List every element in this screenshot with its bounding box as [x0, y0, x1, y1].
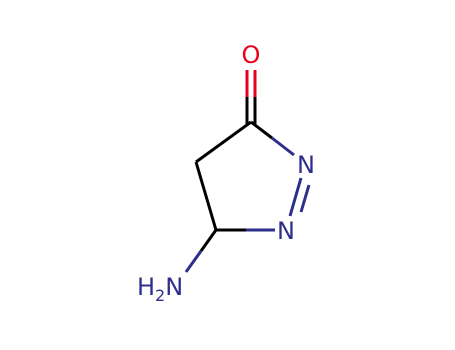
bond-ch2-carbonyl [195, 120, 252, 164]
amino-subscript: 2 [155, 286, 165, 305]
atom-oxygen-label: O [242, 41, 261, 69]
amino-h: H [137, 273, 155, 301]
bond-carbonyl-n [250, 120, 295, 157]
atom-nitrogen-lower-label: N [277, 217, 295, 245]
bond-carbonyl-double [245, 70, 257, 124]
bond-c5-ch2 [194, 161, 218, 231]
amino-n: N [165, 273, 183, 301]
atom-amino-label: H2N [137, 273, 183, 305]
bond-c5-amino [184, 229, 218, 273]
atom-nitrogen-upper-label: N [297, 151, 315, 179]
bond-n-n-double [288, 177, 311, 217]
